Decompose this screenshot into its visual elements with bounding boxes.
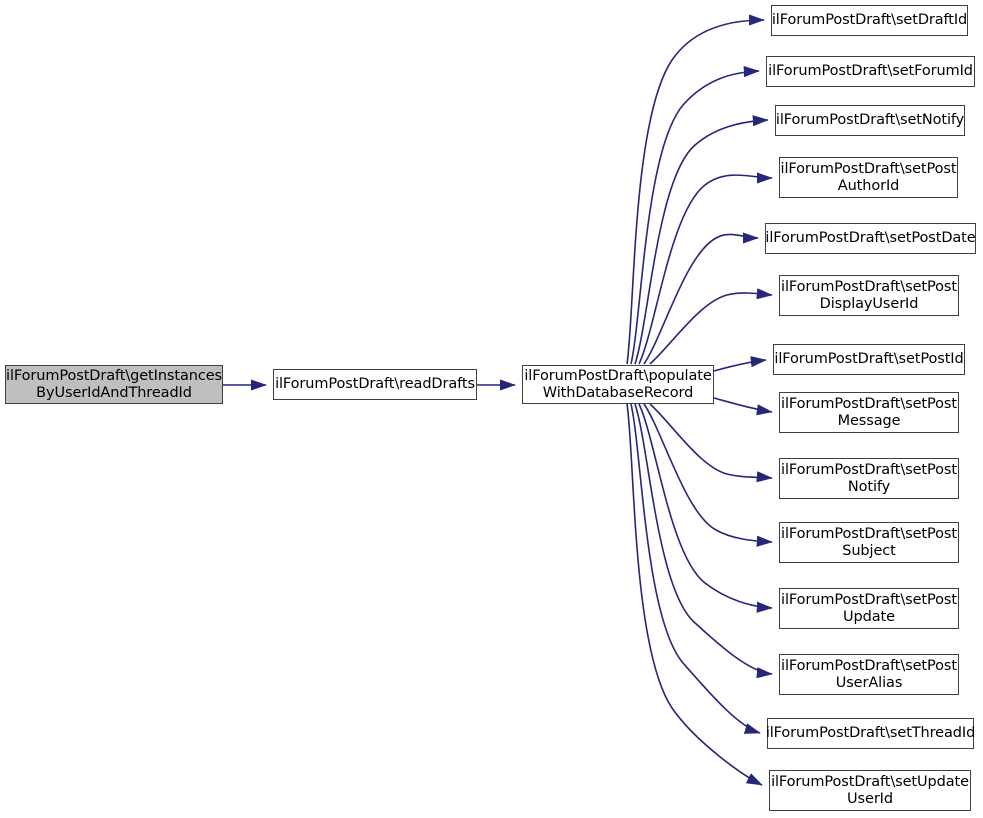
graph-node-n6[interactable]: ilForumPostDraft\setPost AuthorId: [779, 157, 958, 198]
graph-node-label: ilForumPostDraft\setPost Update: [781, 591, 957, 625]
graph-node-n5[interactable]: ilForumPostDraft\setNotify: [775, 105, 965, 136]
graph-edge-n2-to-n5: [634, 115, 769, 365]
graph-edge-n2-to-n9: [713, 356, 767, 372]
graph-node-label: ilForumPostDraft\populate WithDatabaseRe…: [524, 367, 712, 401]
graph-edge-n2-to-n12: [643, 403, 773, 547]
graph-edge-n2-to-n11: [649, 403, 773, 483]
graph-edge-n2-to-n8: [649, 288, 773, 365]
graph-edges: [223, 14, 773, 786]
graph-edge-n2-to-n13: [638, 403, 773, 613]
graph-edge-n2-to-n3: [626, 14, 765, 365]
graph-node-label: ilForumPostDraft\setPost UserAlias: [781, 657, 957, 691]
graph-node-label: ilForumPostDraft\readDrafts: [275, 376, 475, 392]
graph-node-n7[interactable]: ilForumPostDraft\setPostDate: [765, 223, 976, 254]
graph-node-n8[interactable]: ilForumPostDraft\setPost DisplayUserId: [779, 275, 959, 316]
graph-node-n0[interactable]: ilForumPostDraft\getInstances ByUserIdAn…: [5, 365, 223, 404]
graph-node-label: ilForumPostDraft\setPost Message: [781, 395, 957, 429]
graph-edge-n2-to-n6: [638, 172, 773, 365]
graph-node-n3[interactable]: ilForumPostDraft\setDraftId: [771, 5, 968, 36]
graph-node-n11[interactable]: ilForumPostDraft\setPost Notify: [779, 458, 959, 499]
graph-edge-n2-to-n16: [626, 403, 763, 786]
graph-edge-n2-to-n10: [713, 397, 773, 416]
graph-node-n10[interactable]: ilForumPostDraft\setPost Message: [779, 392, 959, 433]
graph-node-n15[interactable]: ilForumPostDraft\setThreadId: [766, 718, 975, 749]
graph-node-n13[interactable]: ilForumPostDraft\setPost Update: [779, 588, 959, 629]
graph-node-label: ilForumPostDraft\setPostDate: [765, 230, 976, 246]
graph-edge-n2-to-n4: [630, 65, 760, 365]
graph-node-n12[interactable]: ilForumPostDraft\setPost Subject: [779, 522, 959, 563]
graph-node-n2[interactable]: ilForumPostDraft\populate WithDatabaseRe…: [522, 365, 714, 404]
graph-edge-n2-to-n14: [634, 403, 773, 679]
graph-node-n16[interactable]: ilForumPostDraft\setUpdate UserId: [769, 770, 971, 811]
graph-node-label: ilForumPostDraft\getInstances ByUserIdAn…: [6, 367, 222, 401]
graph-node-label: ilForumPostDraft\setUpdate UserId: [771, 773, 969, 807]
graph-node-label: ilForumPostDraft\setThreadId: [765, 725, 976, 741]
graph-edge-n2-to-n15: [630, 403, 761, 734]
graph-node-n1[interactable]: ilForumPostDraft\readDrafts: [273, 369, 477, 400]
graph-node-label: ilForumPostDraft\setPost Subject: [781, 525, 957, 559]
graph-node-label: ilForumPostDraft\setNotify: [775, 112, 965, 128]
graph-node-label: ilForumPostDraft\setForumId: [768, 63, 973, 79]
graph-node-label: ilForumPostDraft\setPost AuthorId: [780, 160, 957, 194]
graph-node-label: ilForumPostDraft\setPost Notify: [781, 461, 957, 495]
graph-node-n9[interactable]: ilForumPostDraft\setPostId: [773, 344, 965, 375]
graph-edge-n2-to-n7: [643, 232, 759, 365]
graph-node-label: ilForumPostDraft\setDraftId: [771, 12, 968, 28]
graph-node-label: ilForumPostDraft\setPost DisplayUserId: [781, 278, 957, 312]
graph-node-n14[interactable]: ilForumPostDraft\setPost UserAlias: [779, 654, 959, 695]
graph-node-n4[interactable]: ilForumPostDraft\setForumId: [766, 56, 975, 87]
graph-node-label: ilForumPostDraft\setPostId: [774, 351, 964, 367]
